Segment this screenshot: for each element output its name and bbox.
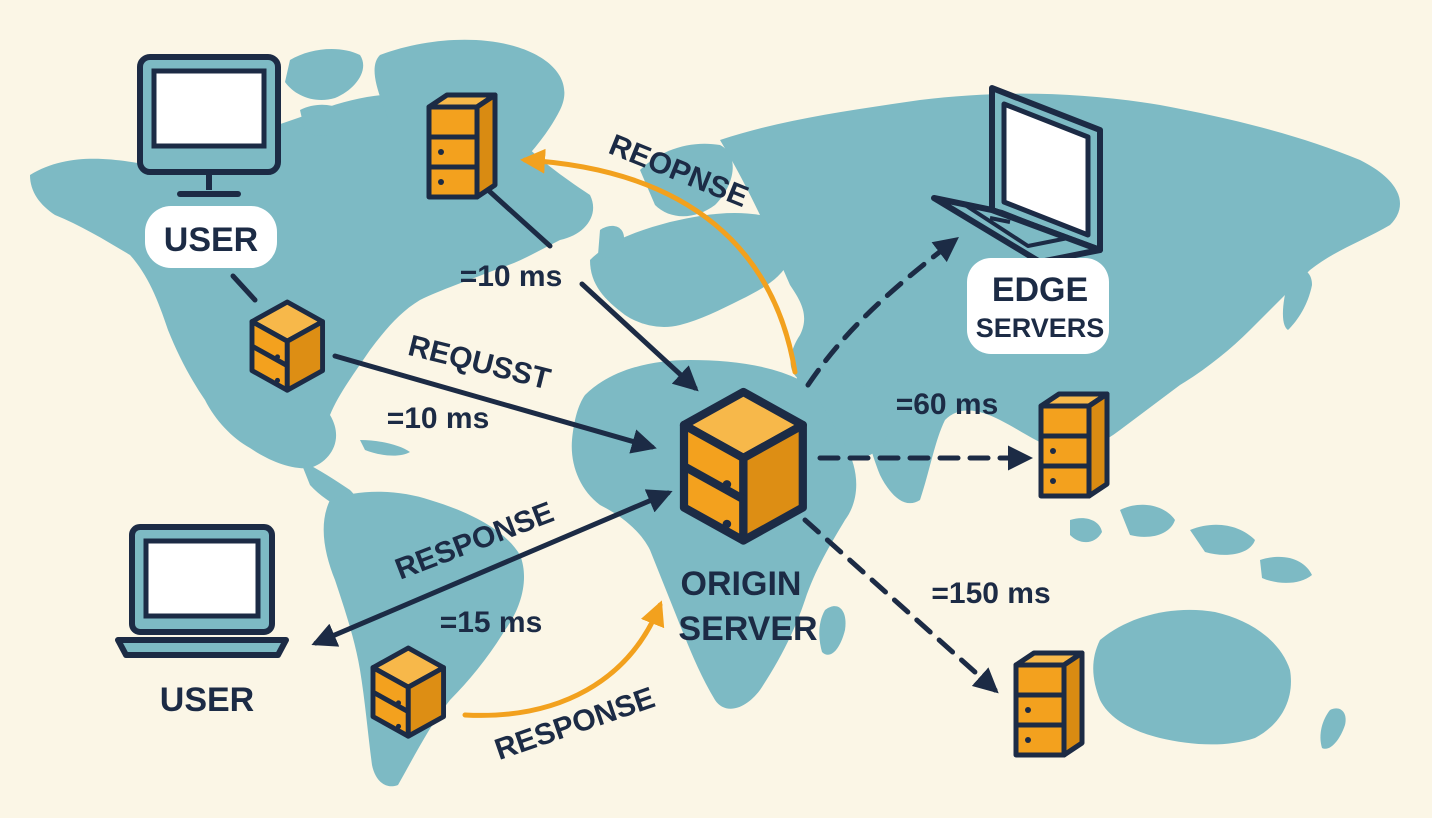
arrow-north-edge-to-origin-b (579, 281, 699, 392)
server-cube-icon (373, 648, 444, 736)
arrow-bottom-response (462, 600, 665, 718)
arrow-request-label: REQUSST (405, 329, 554, 396)
user-bottom-label: USER (160, 681, 254, 719)
continent-se-asia-islands (1070, 504, 1312, 583)
continent-japan (1282, 269, 1312, 330)
desktop-monitor-icon (137, 54, 281, 197)
latency-south-user: =15 ms (440, 606, 543, 639)
edge-servers-label-line2: SERVERS (976, 313, 1105, 343)
arrow-origin-to-oceania-edge (802, 517, 999, 694)
arrow-top-response (520, 148, 798, 375)
continent-europe (590, 212, 794, 327)
arrow-left-response (311, 489, 673, 647)
continent-australia (1093, 609, 1291, 745)
connector-user-top (230, 273, 258, 303)
continent-arctic-islands (285, 48, 364, 136)
laptop-icon (115, 524, 289, 658)
latency-oceania-edge: =150 ms (931, 577, 1050, 610)
arrow-origin-to-laptop (805, 236, 959, 388)
continent-new-zealand (1320, 708, 1346, 749)
latency-request: =10 ms (387, 402, 490, 435)
user-top-label-box (145, 206, 277, 268)
server-cube-icon (252, 302, 323, 390)
user-top-label: USER (164, 221, 258, 259)
arrows (230, 148, 1033, 718)
edge-servers-label-box (967, 258, 1109, 354)
server-tower-icon (1041, 394, 1107, 496)
continent-scandinavia (640, 143, 733, 217)
server-tower-icon (1016, 653, 1082, 755)
origin-server-label-line1: ORIGIN (681, 565, 802, 603)
continent-britain (598, 225, 625, 258)
latency-north-edge: =10 ms (460, 260, 563, 293)
server-cube-icon (684, 392, 803, 541)
arrow-north-edge-to-origin-a (485, 187, 553, 249)
edge-servers-label-line1: EDGE (992, 271, 1088, 309)
server-tower-icon (429, 95, 495, 197)
continent-madagascar (819, 606, 846, 655)
origin-server-label-line2: SERVER (678, 610, 817, 648)
arrow-request (332, 353, 657, 454)
latency-asia-edge: =60 ms (896, 388, 999, 421)
laptop-icon (931, 85, 1103, 265)
